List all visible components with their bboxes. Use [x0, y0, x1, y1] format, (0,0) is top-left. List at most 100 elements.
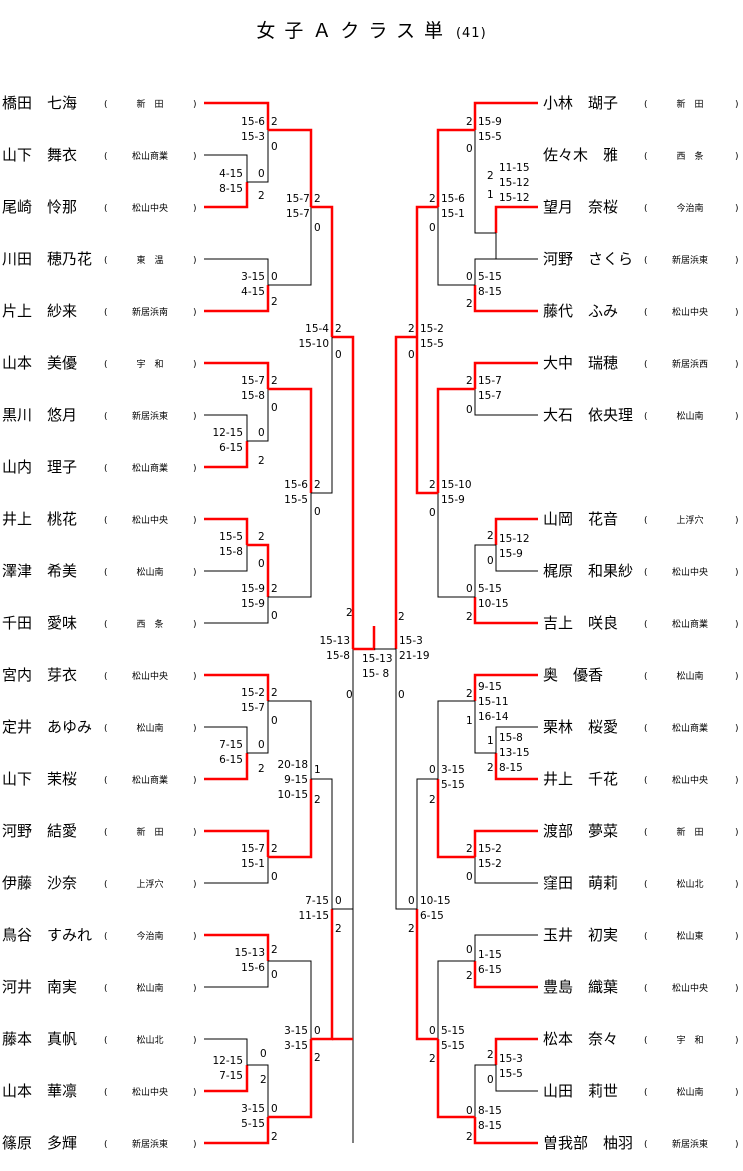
- match-result: 2: [271, 296, 278, 308]
- paren: (: [644, 308, 648, 318]
- bracket-line: [268, 387, 313, 493]
- match-result: 2: [258, 763, 265, 775]
- match-score: 15-10: [298, 338, 329, 350]
- match-result: 2: [466, 970, 473, 982]
- player-school: 松山中央: [672, 306, 708, 318]
- match-result: 2: [429, 193, 436, 205]
- paren: ): [735, 100, 739, 110]
- bracket-line: [437, 207, 475, 286]
- paren: (: [644, 984, 648, 994]
- bracket-line: [473, 101, 538, 130]
- bracket-line: [474, 857, 538, 884]
- bracket-line: [268, 700, 312, 779]
- player-school: 松山商業: [132, 774, 168, 786]
- bracket-line: [268, 493, 312, 598]
- paren: ): [193, 516, 197, 526]
- match-result: 0: [429, 222, 436, 234]
- player-school: 東 温: [136, 254, 163, 266]
- player-school: 今治南: [136, 930, 163, 942]
- bracket-line: [204, 597, 269, 624]
- match-result: 2: [258, 190, 265, 202]
- player-school: 松山南: [136, 566, 163, 578]
- match-score: 15-2: [420, 323, 444, 335]
- match-result: 0: [335, 349, 342, 361]
- player-school: 松山中央: [132, 670, 168, 682]
- match-score: 15-4: [305, 323, 329, 335]
- match-score: 13-15: [499, 747, 530, 759]
- paren: ): [193, 724, 197, 734]
- player-school: 松山南: [676, 410, 703, 422]
- match-result: 0: [314, 222, 321, 234]
- player-name: 山田 莉世: [543, 1082, 618, 1100]
- match-score: 15- 8: [362, 668, 389, 680]
- match-result: 2: [466, 843, 473, 855]
- match-score: 7-15: [219, 739, 243, 751]
- paren: ): [193, 204, 197, 214]
- player-name: 大中 瑞穂: [543, 354, 618, 372]
- bracket-line: [204, 361, 270, 389]
- player-school: 松山中央: [672, 566, 708, 578]
- match-result: 0: [466, 404, 473, 416]
- bracket-line: [204, 829, 270, 857]
- player-name: 山下 舞衣: [2, 146, 77, 164]
- paren: ): [735, 152, 739, 162]
- player-name: 望月 奈桜: [543, 198, 618, 216]
- player-name: 曽我部 柚羽: [543, 1134, 633, 1152]
- paren: (: [104, 984, 108, 994]
- paren: ): [193, 360, 197, 370]
- paren: (: [104, 256, 108, 266]
- match-score: 5-15: [441, 779, 465, 791]
- bracket-line: [332, 908, 354, 1143]
- bracket-line: [474, 934, 538, 961]
- bracket-line: [473, 285, 538, 313]
- bracket-line: [204, 753, 249, 781]
- match-result: 2: [466, 375, 473, 387]
- paren: (: [644, 724, 648, 734]
- match-result: 1: [466, 715, 473, 727]
- match-score: 5-15: [441, 1040, 465, 1052]
- match-result: 2: [429, 1053, 436, 1065]
- paren: (: [644, 412, 648, 422]
- player-name: 山本 華凛: [2, 1082, 77, 1100]
- player-school: 上浮穴: [676, 514, 703, 526]
- match-result: 2: [487, 762, 494, 774]
- bracket-title: 女子Ａクラス単(41): [0, 16, 743, 43]
- paren: (: [104, 568, 108, 578]
- bracket-line: [437, 960, 475, 1039]
- paren: ): [735, 672, 739, 682]
- match-score: 15-2: [478, 858, 502, 870]
- bracket-line: [416, 778, 438, 909]
- bracket-line: [474, 1064, 496, 1117]
- bracket-line: [415, 337, 438, 495]
- player-name: 小林 瑚子: [543, 94, 618, 112]
- match-score: 3-15: [441, 764, 465, 776]
- player-school: 松山南: [136, 982, 163, 994]
- bracket-line: [474, 130, 496, 234]
- bracket-line: [204, 285, 270, 313]
- paren: (: [644, 1088, 648, 1098]
- match-result: 0: [258, 427, 265, 439]
- paren: ): [735, 1036, 739, 1046]
- bracket-line: [204, 101, 270, 130]
- bracket-line: [204, 517, 249, 545]
- match-result: 0: [398, 689, 405, 701]
- bracket-line: [494, 1037, 538, 1065]
- paren: ): [735, 516, 739, 526]
- paren: ): [735, 412, 739, 422]
- bracket-line: [247, 1064, 269, 1117]
- player-school: 松山南: [676, 1086, 703, 1098]
- paren: ): [193, 620, 197, 630]
- paren: (: [644, 776, 648, 786]
- match-result: 0: [271, 402, 278, 414]
- match-score: 15-7: [241, 375, 265, 387]
- match-result: 0: [271, 1103, 278, 1115]
- bracket-line: [268, 128, 313, 207]
- paren: (: [104, 620, 108, 630]
- bracket-line: [473, 361, 538, 389]
- match-score: 4-15: [241, 286, 265, 298]
- match-score: 8-15: [499, 762, 523, 774]
- match-result: 0: [260, 1048, 267, 1060]
- player-name: 伊藤 沙奈: [2, 874, 77, 892]
- player-name: 山本 美優: [2, 354, 77, 372]
